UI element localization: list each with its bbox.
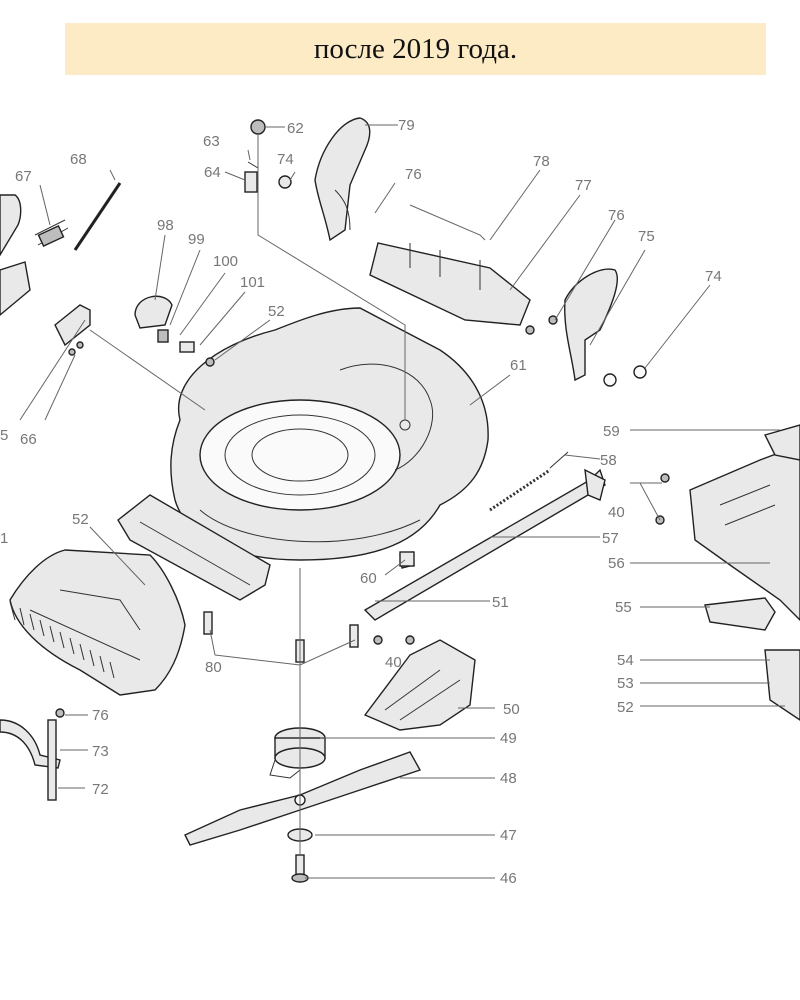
rear-body-56 bbox=[655, 424, 800, 621]
front-cover bbox=[9, 549, 186, 696]
callout-66: 66 bbox=[20, 431, 37, 448]
spacer-60 bbox=[399, 551, 415, 567]
callout-80: 80 bbox=[205, 659, 222, 676]
callout-62: 62 bbox=[287, 120, 304, 137]
callout-78: 78 bbox=[533, 153, 550, 170]
callout-52-top: 52 bbox=[268, 303, 285, 320]
leader-lines bbox=[19, 124, 785, 879]
callout-99: 99 bbox=[188, 231, 205, 248]
plate-55 bbox=[704, 597, 776, 631]
callout-47: 47 bbox=[500, 827, 517, 844]
left-handle-parts bbox=[0, 194, 69, 769]
callout-76: 76 bbox=[405, 166, 422, 183]
banner-title: после 2019 года. bbox=[313, 32, 518, 65]
callout-64: 64 bbox=[204, 164, 221, 181]
callout-75: 75 bbox=[638, 228, 655, 245]
side-rail-54 bbox=[764, 649, 800, 721]
pulley-49 bbox=[269, 727, 326, 779]
callout-51: 51 bbox=[492, 594, 509, 611]
callout-54: 54 bbox=[617, 652, 634, 669]
grass-box-frame-50 bbox=[363, 635, 476, 731]
callout-76-right: 76 bbox=[608, 207, 625, 224]
callout-46: 46 bbox=[500, 870, 517, 887]
callout-74: 74 bbox=[277, 151, 294, 168]
mower-deck bbox=[170, 307, 489, 561]
clip-parts bbox=[134, 295, 215, 367]
callout-40-center: 40 bbox=[385, 654, 402, 671]
callout-100: 100 bbox=[213, 253, 238, 270]
bolt-assembly-62 bbox=[244, 119, 292, 193]
callout-63: 63 bbox=[203, 133, 220, 150]
callout-52-left: 52 bbox=[72, 511, 89, 528]
callout-76-lower: 76 bbox=[92, 707, 109, 724]
rear-flap-77 bbox=[369, 242, 531, 326]
callout-58: 58 bbox=[600, 452, 617, 469]
front-bracket-plate bbox=[117, 494, 271, 601]
callout-5: 5 bbox=[0, 427, 8, 444]
callout-101: 101 bbox=[240, 274, 265, 291]
small-bracket-66 bbox=[54, 304, 91, 356]
callout-52-right: 52 bbox=[617, 699, 634, 716]
callout-48: 48 bbox=[500, 770, 517, 787]
callout-77: 77 bbox=[575, 177, 592, 194]
bolts-72-73 bbox=[47, 708, 65, 801]
height-adjuster-75 bbox=[525, 268, 647, 387]
callout-67: 67 bbox=[15, 168, 32, 185]
callout-40-right: 40 bbox=[608, 504, 625, 521]
callout-1: 1 bbox=[0, 530, 8, 547]
height-adjuster-79 bbox=[314, 117, 371, 242]
callout-53: 53 bbox=[617, 675, 634, 692]
callout-79: 79 bbox=[398, 117, 415, 134]
callout-55: 55 bbox=[615, 599, 632, 616]
callout-56: 56 bbox=[608, 555, 625, 572]
callout-labels: 62 79 63 74 64 68 67 78 77 76 98 99 100 … bbox=[0, 117, 722, 887]
callout-50: 50 bbox=[503, 701, 520, 718]
callout-74-right: 74 bbox=[705, 268, 722, 285]
callout-61: 61 bbox=[510, 357, 527, 374]
callout-73: 73 bbox=[92, 743, 109, 760]
title-banner: после 2019 года. bbox=[65, 23, 766, 75]
rod-68 bbox=[73, 182, 122, 251]
callout-59: 59 bbox=[603, 423, 620, 440]
callout-60: 60 bbox=[360, 570, 377, 587]
callout-49: 49 bbox=[500, 730, 517, 747]
callout-72: 72 bbox=[92, 781, 109, 798]
callout-98: 98 bbox=[157, 217, 174, 234]
callout-57: 57 bbox=[602, 530, 619, 547]
callout-68: 68 bbox=[70, 151, 87, 168]
bolts-80 bbox=[203, 611, 359, 663]
